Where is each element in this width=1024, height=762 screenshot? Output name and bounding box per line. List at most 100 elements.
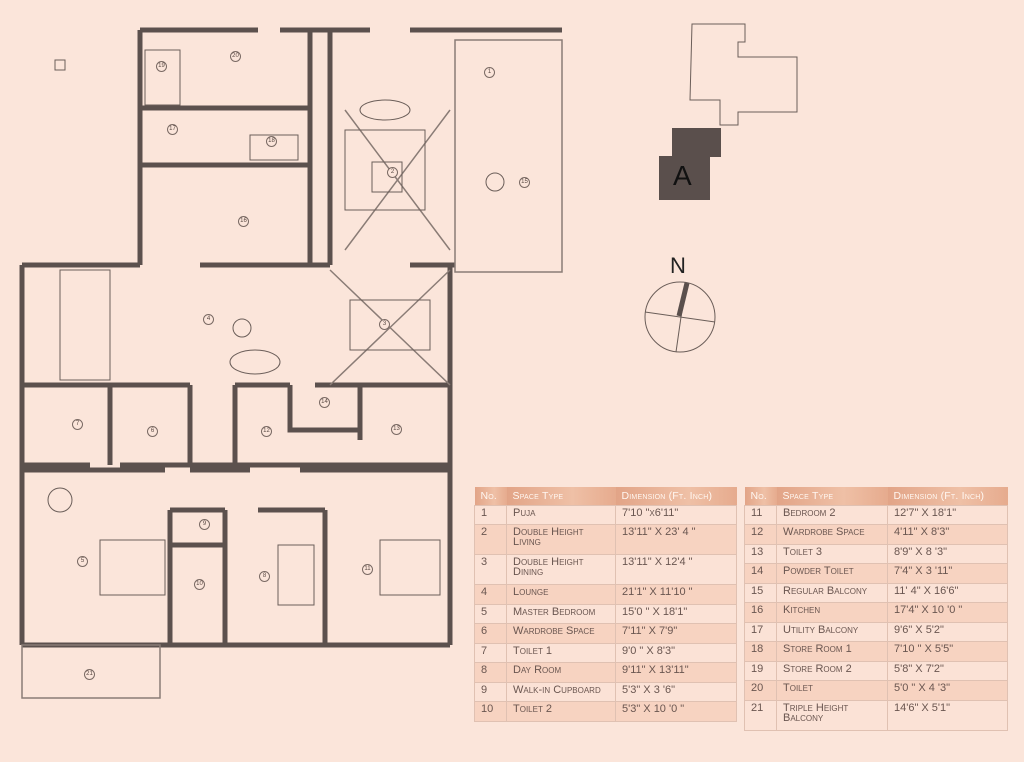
room-marker: 5 [77,556,88,567]
room-number: 20 [744,680,777,701]
header-dimension: Dimension (Ft. Inch) [887,487,1008,505]
room-number: 3 [474,554,507,585]
room-marker: 7 [72,419,83,430]
space-type: Master Bedroom [506,603,616,624]
room-number: 2 [474,524,507,555]
room-marker: 18 [266,136,277,147]
space-type: Utility Balcony [776,621,888,642]
dimension: 5'3" X 10 '0 " [615,701,737,722]
room-marker: 3 [379,319,390,330]
space-type: Store Room 2 [776,660,888,681]
room-number: 5 [474,603,507,624]
room-marker: 13 [391,424,402,435]
dimension: 5'8" X 7'2" [887,660,1008,681]
room-marker: 8 [259,571,270,582]
header-no: No. [474,487,507,505]
balcony-outlines [21,39,563,699]
space-type: Puja [506,504,616,525]
dimension: 17'4" X 10 '0 " [887,602,1008,623]
space-type: Walk-in Cupboard [506,681,616,702]
table-header: No. Space Type Dimension (Ft. Inch) [474,487,737,505]
furniture [47,49,505,606]
space-type: Toilet 3 [776,543,888,564]
space-type: Triple Height Balcony [776,699,888,731]
dimension: 4'11" X 8'3" [887,524,1008,545]
header-no: No. [744,487,777,505]
room-number: 7 [474,642,507,663]
north-label: N [670,253,686,278]
room-number: 13 [744,543,777,564]
space-type: Wardrobe Space [776,524,888,545]
table-header: No. Space Type Dimension (Ft. Inch) [744,487,1008,505]
space-type: Bedroom 2 [776,504,888,525]
dimension: 14'6" X 5'1" [887,699,1008,731]
space-type: Store Room 1 [776,641,888,662]
space-type: Day Room [506,662,616,683]
dimension: 5'0 " X 4 '3" [887,680,1008,701]
room-number: 14 [744,563,777,584]
room-number: 1 [474,504,507,525]
dimension: 13'11" X 12'4 " [615,554,737,585]
dimension: 13'11" X 23' 4 " [615,524,737,555]
dimension: 12'7" X 18'1" [887,504,1008,525]
header-space-type: Space Type [776,487,888,505]
room-number: 16 [744,602,777,623]
dimension: 8'9" X 8 '3" [887,543,1008,564]
room-number: 10 [474,701,507,722]
space-type: Toilet [776,680,888,701]
space-type: Toilet 1 [506,642,616,663]
space-type: Wardrobe Space [506,623,616,644]
room-number: 18 [744,641,777,662]
room-marker: 12 [261,426,272,437]
room-marker: 15 [519,177,530,188]
room-number: 8 [474,662,507,683]
dimension: 11' 4" X 16'6" [887,582,1008,603]
room-marker: 20 [230,51,241,62]
header-dimension: Dimension (Ft. Inch) [615,487,737,505]
dimension: 5'3" X 3 '6" [615,681,737,702]
key-plan-block-label: A [673,160,692,191]
space-type: Lounge [506,584,616,605]
space-type: Toilet 2 [506,701,616,722]
dimension: 21'1" X 11'10 " [615,584,737,605]
dimension: 9'6" X 5'2" [887,621,1008,642]
room-number: 17 [744,621,777,642]
space-type: Double Height Living [506,524,616,555]
room-number: 21 [744,699,777,731]
dimension: 7'10 " X 5'5" [887,641,1008,662]
room-marker: 19 [156,61,167,72]
key-plan [659,23,798,200]
room-marker: 2 [387,167,398,178]
space-type: Powder Toilet [776,563,888,584]
room-number: 15 [744,582,777,603]
room-marker: 6 [147,426,158,437]
room-marker: 17 [167,124,178,135]
room-number: 11 [744,504,777,525]
dimension: 9'0 " X 8'3" [615,642,737,663]
space-type: Kitchen [776,602,888,623]
room-marker: 4 [203,314,214,325]
space-type: Double Height Dining [506,554,616,585]
room-marker: 16 [238,216,249,227]
